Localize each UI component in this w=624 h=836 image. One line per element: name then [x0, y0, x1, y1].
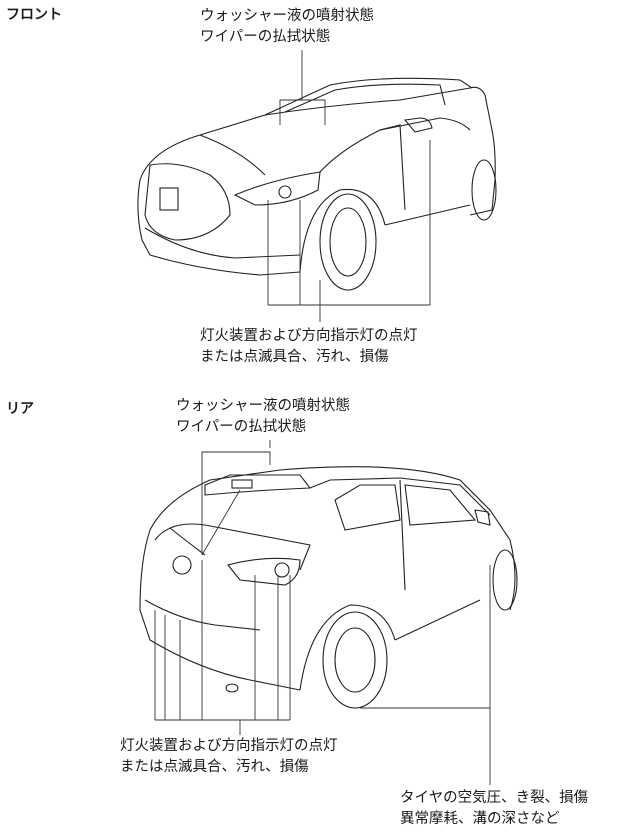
rear-lights-label: 灯火装置および方向指示灯の点灯 または点滅具合、汚れ、損傷 — [120, 736, 338, 778]
rear-section-title: リア — [6, 401, 34, 417]
front-leader-lines — [267, 50, 431, 322]
label-line: 灯火装置および方向指示灯の点灯 — [120, 738, 338, 754]
rear-washer-wiper-label: ウォッシャー液の噴射状態 ワイパーの払拭状態 — [176, 396, 350, 438]
label-line: ウォッシャー液の噴射状態 — [200, 8, 374, 24]
label-line: ウォッシャー液の噴射状態 — [176, 398, 350, 414]
front-section-title: フロント — [6, 7, 62, 23]
label-line: または点滅具合、汚れ、損傷 — [120, 759, 309, 775]
tire-label: タイヤの空気圧、き裂、損傷 異常摩耗、溝の深さなど — [400, 788, 588, 830]
front-lights-label: 灯火装置および方向指示灯の点灯 または点滅具合、汚れ、損傷 — [200, 326, 418, 368]
label-line: タイヤの空気圧、き裂、損傷 — [400, 790, 589, 806]
rear-leader-lines — [154, 440, 491, 785]
rear-car-illustration — [139, 466, 518, 709]
label-line: 灯火装置および方向指示灯の点灯 — [200, 328, 418, 344]
label-line: または点滅具合、汚れ、損傷 — [200, 349, 389, 365]
label-line: ワイパーの払拭状態 — [200, 29, 331, 45]
front-washer-wiper-label: ウォッシャー液の噴射状態 ワイパーの払拭状態 — [200, 6, 374, 48]
label-line: ワイパーの払拭状態 — [176, 419, 307, 435]
label-line: 異常摩耗、溝の深さなど — [400, 811, 560, 827]
front-car-illustration — [137, 77, 497, 291]
